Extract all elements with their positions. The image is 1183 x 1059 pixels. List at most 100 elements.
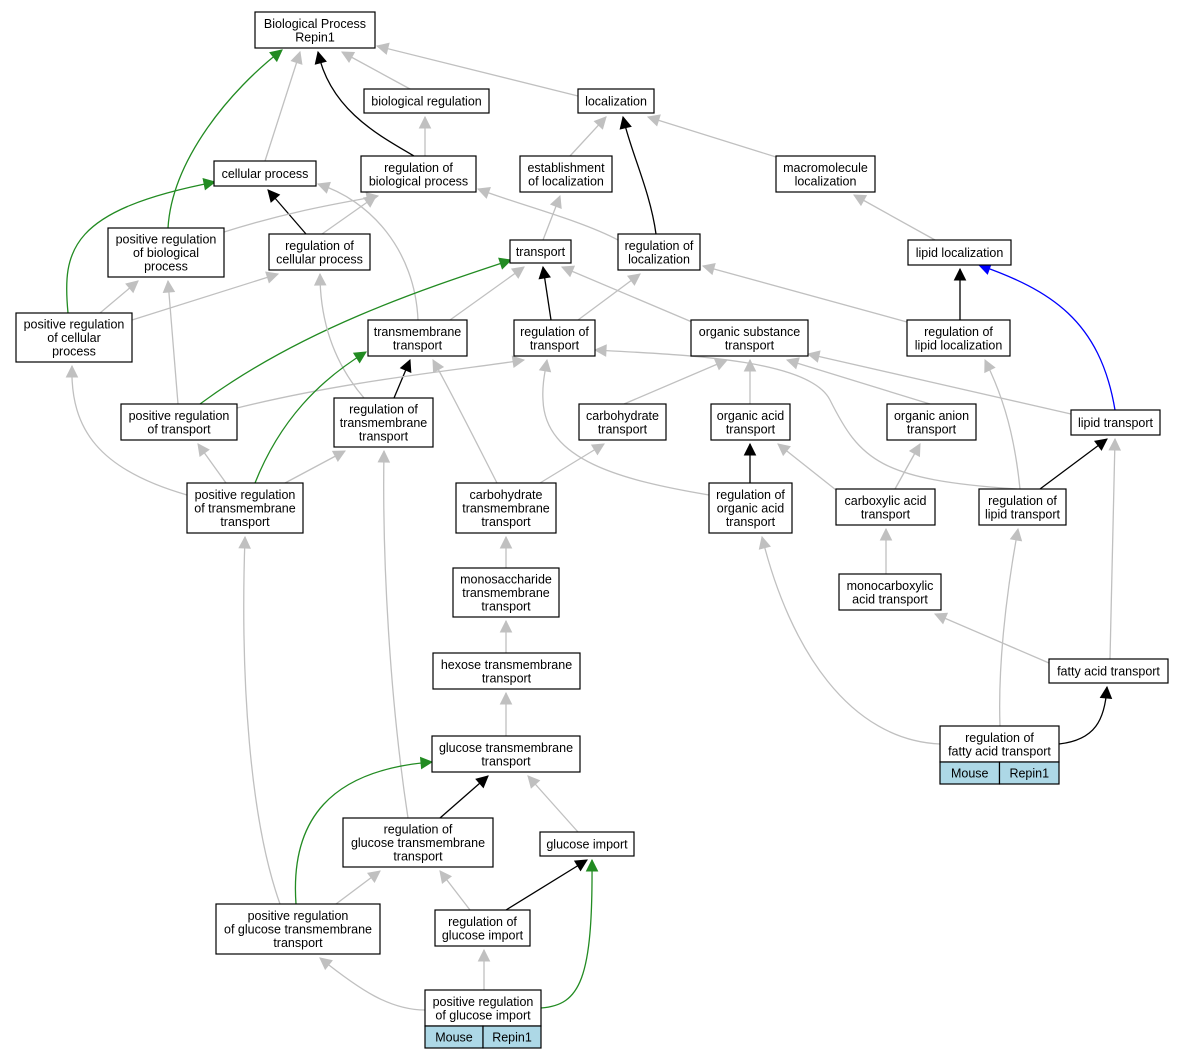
edge-regfatty-to-regorgacid <box>758 535 941 745</box>
node-transport[interactable]: transport <box>509 239 572 264</box>
node-label-line: positive regulation <box>433 995 534 1009</box>
edge-tmtransport-to-cellproc <box>316 181 419 321</box>
node-fattyacid[interactable]: fatty acid transport <box>1048 658 1169 684</box>
node-box <box>509 239 572 264</box>
node-box <box>434 909 531 947</box>
annotation-cell <box>998 761 1060 785</box>
edge-fattyacid-to-monocarb <box>933 612 1050 664</box>
node-label-line: transport <box>726 515 776 529</box>
node-box <box>577 88 655 114</box>
edge-arrowhead <box>511 355 526 368</box>
edge-arrowhead <box>498 257 513 270</box>
edge-line <box>71 365 188 496</box>
node-cellproc[interactable]: cellular process <box>213 160 317 187</box>
node-label-line: acid transport <box>852 592 928 606</box>
node-box <box>268 233 371 271</box>
node-label-line: positive regulation <box>248 909 349 923</box>
node-label-line: transport <box>482 671 532 685</box>
edge-arrowhead <box>908 443 921 458</box>
annotation-label: Mouse <box>435 1031 473 1045</box>
edge-reglipidtr-to-reglipidloc <box>984 358 1021 490</box>
node-box <box>690 319 809 357</box>
node-box <box>455 482 557 534</box>
node-box <box>452 567 560 618</box>
node-label-line: transport <box>481 600 531 614</box>
edge-arrowhead <box>984 358 996 374</box>
edge-line <box>623 359 728 405</box>
edge-arrowhead <box>590 443 605 456</box>
node-biolreg[interactable]: biological regulation <box>363 88 490 114</box>
node-lipidtr[interactable]: lipid transport <box>1070 409 1161 436</box>
edge-arrowhead <box>202 178 217 191</box>
node-label-line: transport <box>861 507 911 521</box>
node-box <box>539 831 635 857</box>
edge-monosacch-to-carbotm <box>499 535 513 568</box>
edge-line <box>777 443 837 491</box>
node-label-line: fatty acid transport <box>1057 665 1160 679</box>
edge-line <box>167 280 179 405</box>
node-glucoseimp[interactable]: glucose import <box>539 831 635 857</box>
node-box <box>1070 409 1161 436</box>
edge-arrowhead <box>162 279 176 293</box>
edge-orgsubst-to-transport <box>560 265 693 323</box>
edge-arrowhead <box>806 350 821 363</box>
edge-arrowhead <box>953 267 967 281</box>
node-box <box>906 319 1011 357</box>
edge-arrowhead <box>352 351 367 364</box>
node-label-line: regulation of <box>349 403 418 417</box>
node-box <box>710 403 791 441</box>
edge-line <box>647 116 777 158</box>
node-label-line: transport <box>516 245 566 259</box>
node-box <box>1048 658 1169 684</box>
node-label-line: process <box>52 345 96 359</box>
edge-glucosetm-to-hexose <box>499 691 513 736</box>
edge-posregglucosetm-to-posregtm <box>238 535 281 905</box>
edge-regglucoseimp-to-glucoseimp <box>505 859 588 911</box>
edge-glucoseimp-to-glucosetm <box>527 775 579 833</box>
edge-arrowhead <box>499 691 513 705</box>
annotation-cell <box>482 1025 542 1049</box>
edge-biolreg-to-bp <box>341 51 411 90</box>
edge-posregglucoseimp-to-posregglucosetm <box>319 957 426 1011</box>
edge-arrowhead <box>267 189 281 203</box>
node-label-line: localization <box>628 252 690 266</box>
edge-reglipidloc-to-regloc <box>701 262 908 323</box>
edge-line <box>505 859 588 911</box>
node-lipidloc[interactable]: lipid localization <box>907 239 1012 266</box>
edge-posregtm-to-tmtransport <box>254 351 367 484</box>
node-localization[interactable]: localization <box>577 88 655 114</box>
edge-line <box>853 194 936 241</box>
node-box <box>835 488 936 526</box>
